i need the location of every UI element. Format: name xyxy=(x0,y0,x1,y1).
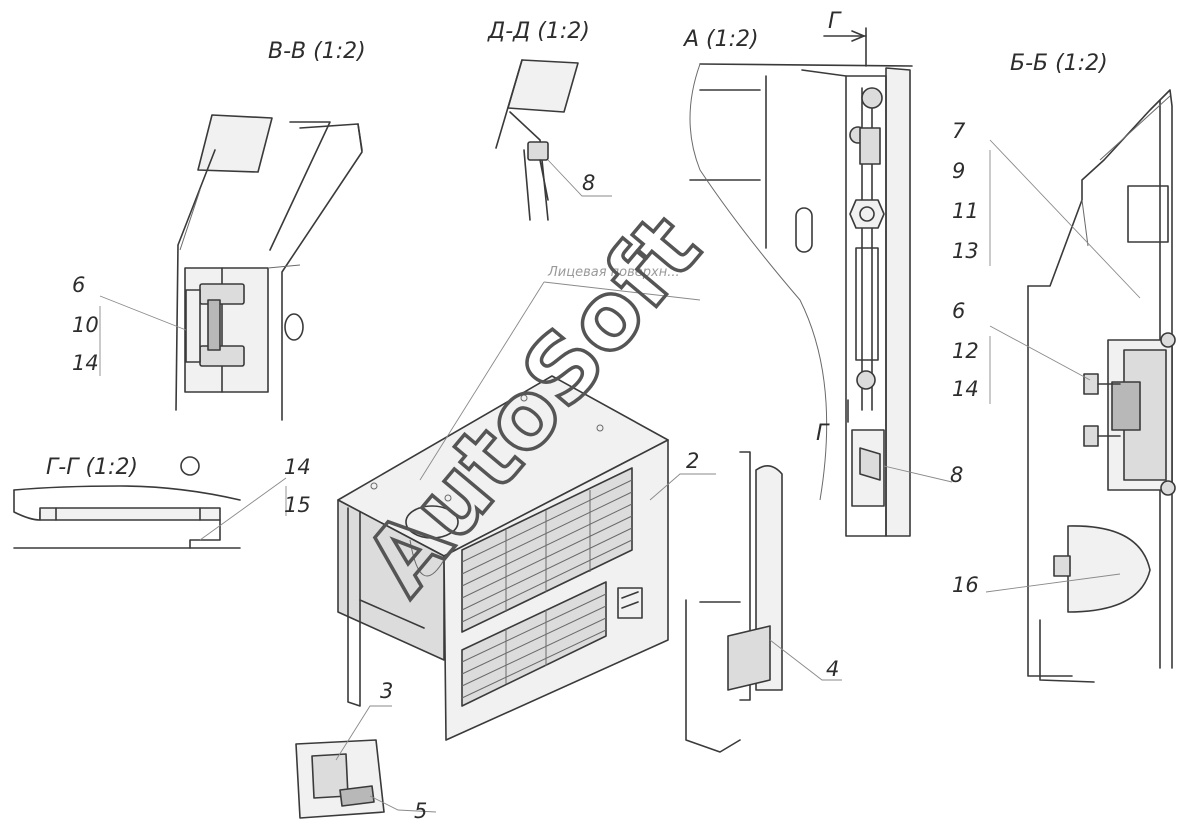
callout-bb-9: 9 xyxy=(952,159,965,183)
view-title-gg: Г-Г (1:2) xyxy=(46,455,138,480)
view-title-vv: В-В (1:2) xyxy=(268,39,366,64)
view-vv: В-В (1:2) xyxy=(99,39,366,421)
callout-bb-6: 6 xyxy=(952,299,965,323)
view-a: А (1:2) xyxy=(682,27,953,537)
callout-main-2: 2 xyxy=(686,449,699,473)
section-mark-g-bottom: Г xyxy=(816,421,830,446)
callout-bb-7: 7 xyxy=(952,119,966,143)
callout-bb-14: 14 xyxy=(952,377,979,401)
callout-main-5: 5 xyxy=(414,799,427,823)
note-face-surface: Лицевая поверхн... xyxy=(547,265,680,280)
view-gg: Г-Г (1:2) xyxy=(13,455,287,549)
callout-gg-15: 15 xyxy=(284,493,311,517)
view-title-bb: Б-Б (1:2) xyxy=(1010,51,1108,76)
callout-dd-1: 8 xyxy=(582,171,595,195)
view-title-a: А (1:2) xyxy=(682,27,759,52)
main-assembly xyxy=(295,281,842,819)
section-mark-g-top: Г xyxy=(828,9,842,34)
callout-bb-11: 11 xyxy=(952,199,979,223)
callout-vv-1: 6 xyxy=(72,273,85,297)
view-bb: Б-Б (1:2) xyxy=(985,51,1176,683)
view-dd: Д-Д (1:2) xyxy=(487,19,612,221)
callout-main-3: 3 xyxy=(380,679,393,703)
callout-vv-3: 14 xyxy=(72,351,99,375)
callout-bb-16: 16 xyxy=(952,573,979,597)
callout-a-1: 8 xyxy=(950,463,963,487)
callout-gg-14: 14 xyxy=(284,455,311,479)
callout-vv-2: 10 xyxy=(72,313,99,337)
callout-bb-12: 12 xyxy=(952,339,979,363)
callout-main-4: 4 xyxy=(826,657,839,681)
view-title-dd: Д-Д (1:2) xyxy=(487,19,590,44)
callout-bb-13: 13 xyxy=(952,239,979,263)
